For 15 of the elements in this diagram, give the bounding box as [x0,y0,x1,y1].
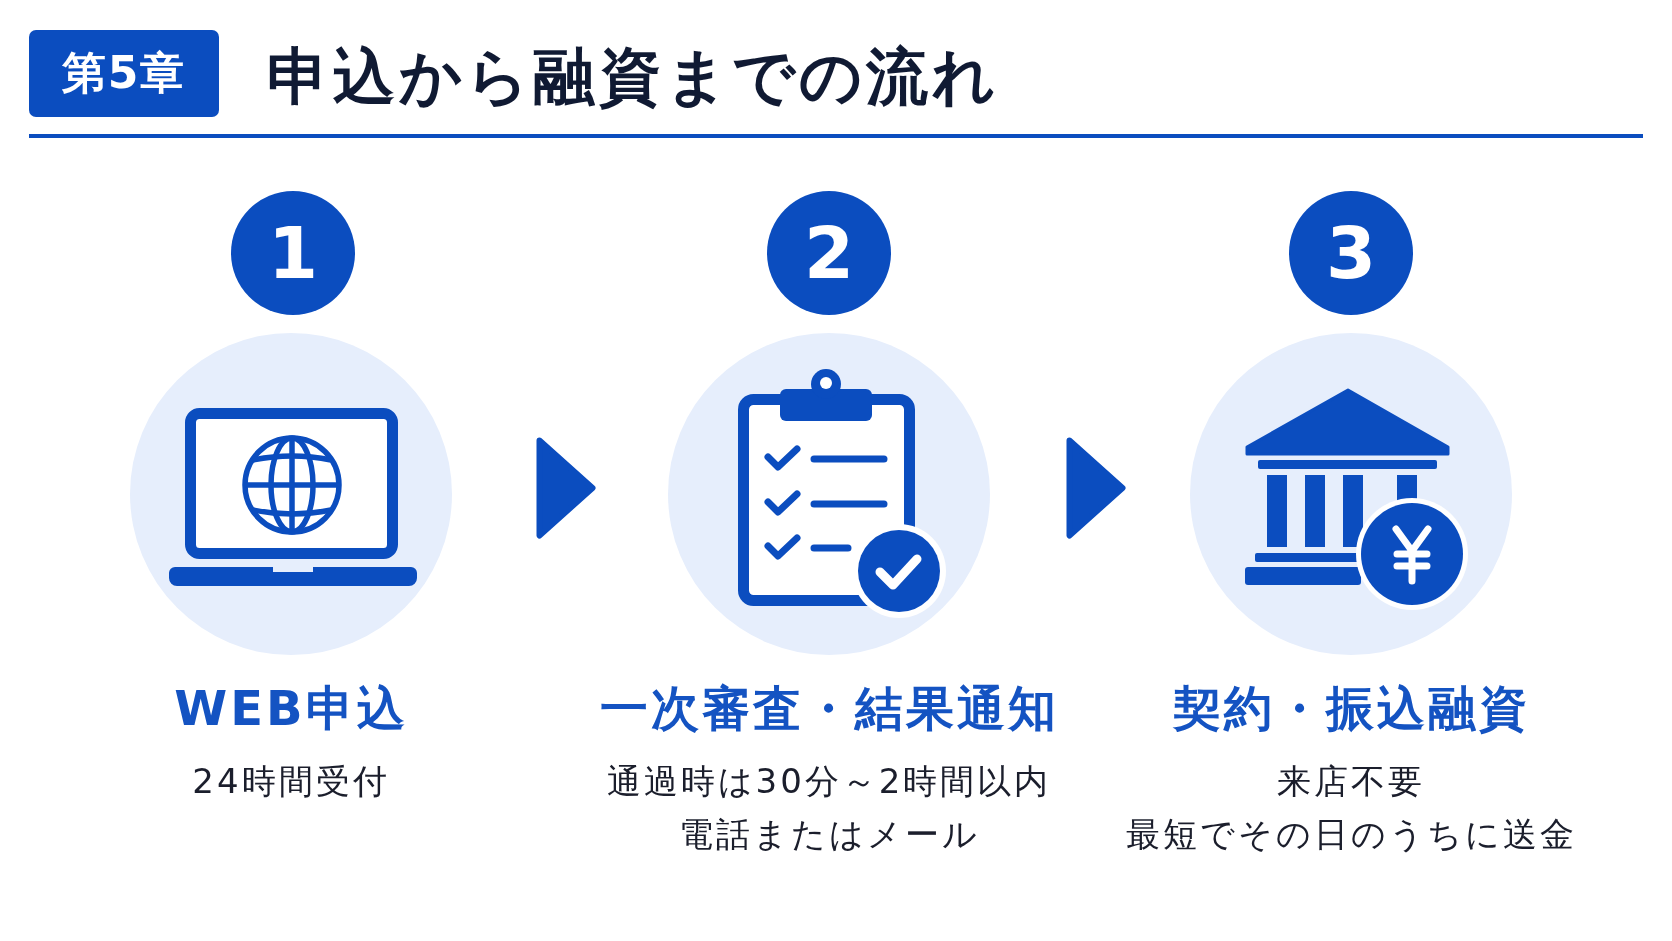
step-number: 3 [1289,191,1413,315]
flow-arrow [1066,437,1126,539]
page-title: 申込から融資までの流れ [267,40,999,114]
step-title: WEB申込 [174,679,408,738]
step-number: 1 [231,191,355,315]
step-description: 最短でその日のうちに送金 [1125,813,1577,856]
step-number: 2 [767,191,891,315]
step-description: 24時間受付 [192,760,390,803]
step-description: 通過時は30分～2時間以内 [606,760,1052,803]
step-title: 契約・振込融資 [1172,679,1530,738]
step-title: 一次審査・結果通知 [599,679,1059,738]
step-description: 来店不要 [1277,760,1425,803]
chapter-label: 第5章 [29,30,219,117]
step-description: 電話またはメール [678,813,980,856]
flow-arrow [536,437,596,539]
